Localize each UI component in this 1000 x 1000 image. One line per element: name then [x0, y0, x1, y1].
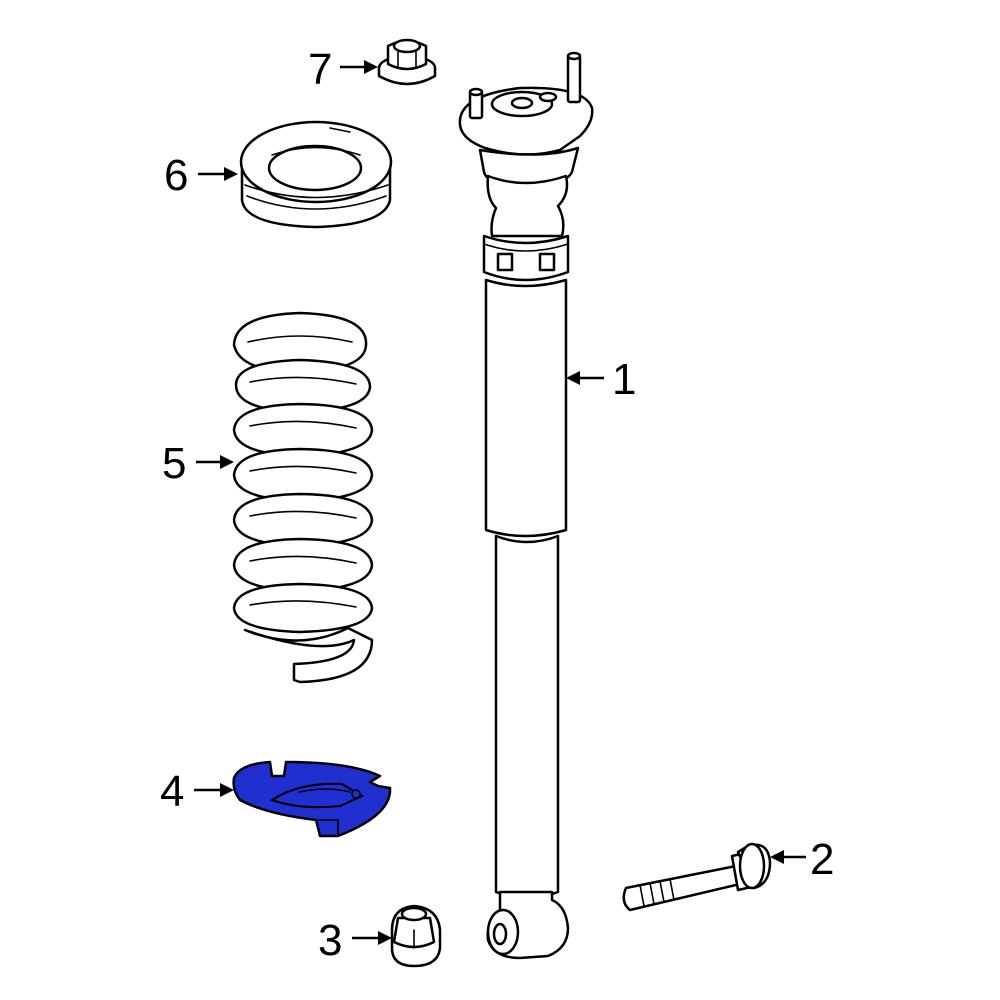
callout-4: 4 [160, 767, 234, 816]
callout-5: 5 [162, 439, 234, 488]
callout-label-7: 7 [308, 45, 332, 94]
part-6-spring-isolator[interactable] [239, 120, 393, 229]
callout-label-6: 6 [164, 151, 188, 200]
part-3-nut[interactable] [390, 904, 442, 968]
part-2-bolt[interactable] [622, 842, 772, 912]
part-4-spring-seat[interactable] [232, 760, 392, 838]
callout-label-2: 2 [810, 835, 834, 884]
callout-label-1: 1 [612, 355, 636, 404]
part-7-flange-nut[interactable] [377, 38, 437, 86]
callout-2: 2 [770, 835, 834, 884]
part-1-shock-absorber[interactable] [458, 51, 594, 960]
callout-label-3: 3 [318, 916, 342, 965]
callout-7: 7 [308, 45, 378, 94]
callout-label-4: 4 [160, 767, 184, 816]
callout-3: 3 [318, 916, 392, 965]
callout-6: 6 [164, 151, 238, 200]
callout-1: 1 [566, 355, 636, 404]
callout-label-5: 5 [162, 439, 186, 488]
part-5-coil-spring[interactable] [232, 311, 374, 684]
